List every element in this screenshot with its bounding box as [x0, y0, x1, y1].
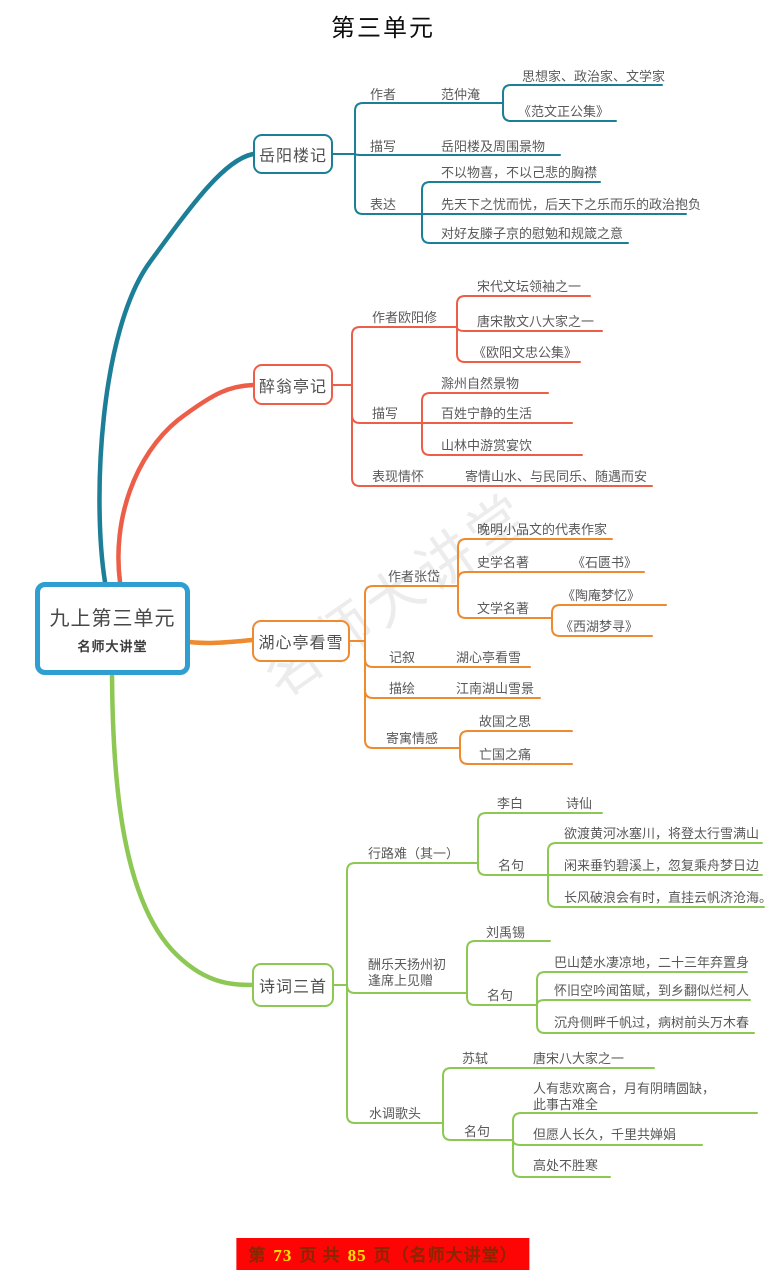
- child-label: 巴山楚水凄凉地，二十三年弃置身: [554, 955, 750, 970]
- branch-shicisanshou-lines: [109, 662, 765, 1178]
- page-footer: 第 73 页 共 85 页（名师大讲堂）: [236, 1238, 530, 1270]
- central-topic: 九上第三单元 名师大讲堂: [35, 582, 190, 675]
- child-label: 人有悲欢离合，月有阴晴圆缺， 此事古难全: [533, 1081, 716, 1113]
- child-label: 对好友滕子京的慰勉和规箴之意: [441, 226, 624, 241]
- footer-prefix: 第: [248, 1246, 267, 1265]
- row-label: 寄寓情感: [386, 731, 439, 746]
- child-label: 但愿人长久，千里共婵娟: [533, 1127, 677, 1142]
- child-label: 闲来垂钓碧溪上，忽复乘舟梦日边: [564, 858, 760, 873]
- child-label: 名句: [487, 988, 514, 1003]
- row-label: 记叙: [389, 650, 416, 665]
- child-label: 长风破浪会有时，直挂云帆济沧海。: [564, 890, 766, 905]
- child-label: 《陶庵梦忆》: [562, 588, 641, 603]
- child-label: 高处不胜寒: [533, 1158, 599, 1173]
- child-label: 滁州自然景物: [441, 376, 520, 391]
- branch-huxinting-lines: [180, 538, 667, 765]
- value-label: 江南湖山雪景: [456, 681, 535, 696]
- row-label: 表达: [370, 197, 397, 212]
- child-label: 名句: [498, 858, 525, 873]
- row-label: 描写: [370, 139, 397, 154]
- row-label: 作者: [370, 87, 397, 102]
- child-label: 《范文正公集》: [518, 104, 610, 119]
- topic-shicisanshou: 诗词三首: [252, 963, 334, 1007]
- row-label: 描绘: [389, 681, 416, 696]
- value-label: 《石匮书》: [572, 555, 638, 570]
- child-label: 《欧阳文忠公集》: [473, 345, 578, 360]
- topic-huxinting: 湖心亭看雪: [252, 620, 350, 662]
- child-label: 唐宋散文八大家之一: [477, 314, 595, 329]
- child-label: 欲渡黄河冰塞川，将登太行雪满山: [564, 826, 760, 841]
- central-subtitle: 名师大讲堂: [77, 639, 148, 654]
- branch-yueyanglouji-lines: [97, 84, 687, 585]
- child-label: 史学名著: [477, 555, 530, 570]
- child-label: 山林中游赏宴饮: [441, 438, 533, 453]
- child-label: 文学名著: [477, 601, 530, 616]
- child-label: 苏轼: [462, 1051, 489, 1066]
- value-label: 寄情山水、与民同乐、随遇而安: [465, 469, 648, 484]
- page-title: 第三单元: [331, 16, 435, 42]
- child-label: 晚明小品文的代表作家: [477, 522, 608, 537]
- topic-yueyanglouji: 岳阳楼记: [253, 134, 333, 174]
- footer-page-number: 73: [273, 1246, 293, 1265]
- row-label: 表现情怀: [372, 469, 425, 484]
- child-label: 刘禹锡: [486, 925, 526, 940]
- row-label: 作者欧阳修: [372, 310, 438, 325]
- child-label: 《西湖梦寻》: [560, 619, 639, 634]
- central-title: 九上第三单元: [49, 608, 176, 630]
- value-label: 岳阳楼及周围景物: [441, 139, 546, 154]
- value-label: 范仲淹: [441, 87, 481, 102]
- value-label: 湖心亭看雪: [456, 650, 522, 665]
- child-label: 故国之思: [479, 714, 532, 729]
- row-label: 作者张岱: [388, 569, 441, 584]
- child-label: 不以物喜，不以己悲的胸襟: [441, 165, 598, 180]
- row-label: 行路难（其一）: [368, 846, 460, 861]
- child-label: 亡国之痛: [479, 747, 532, 762]
- topic-zuiwengtingji: 醉翁亭记: [253, 364, 333, 405]
- row-label: 描写: [372, 406, 399, 421]
- child-label: 思想家、政治家、文学家: [522, 69, 666, 84]
- row-label: 酬乐天扬州初逢席上见赠: [368, 957, 447, 989]
- child-label: 名句: [464, 1124, 491, 1139]
- child-label: 宋代文坛领袖之一: [477, 279, 582, 294]
- child-label: 沉舟侧畔千帆过，病树前头万木春: [554, 1015, 750, 1030]
- child-label: 先天下之忧而忧，后天下之乐而乐的政治抱负: [441, 197, 702, 212]
- child-label: 怀旧空吟闻笛赋，到乡翻似烂柯人: [554, 983, 750, 998]
- footer-total-number: 85: [347, 1246, 367, 1265]
- footer-mid: 页 共: [299, 1246, 341, 1265]
- branch-zuiwengtingji-lines: [116, 295, 653, 585]
- child-label: 百姓宁静的生活: [441, 406, 533, 421]
- value-label: 诗仙: [566, 796, 593, 811]
- value-label: 唐宋八大家之一: [533, 1051, 625, 1066]
- row-label: 水调歌头: [369, 1106, 422, 1121]
- child-label: 李白: [497, 796, 524, 811]
- footer-suffix: 页（名师大讲堂）: [373, 1246, 518, 1265]
